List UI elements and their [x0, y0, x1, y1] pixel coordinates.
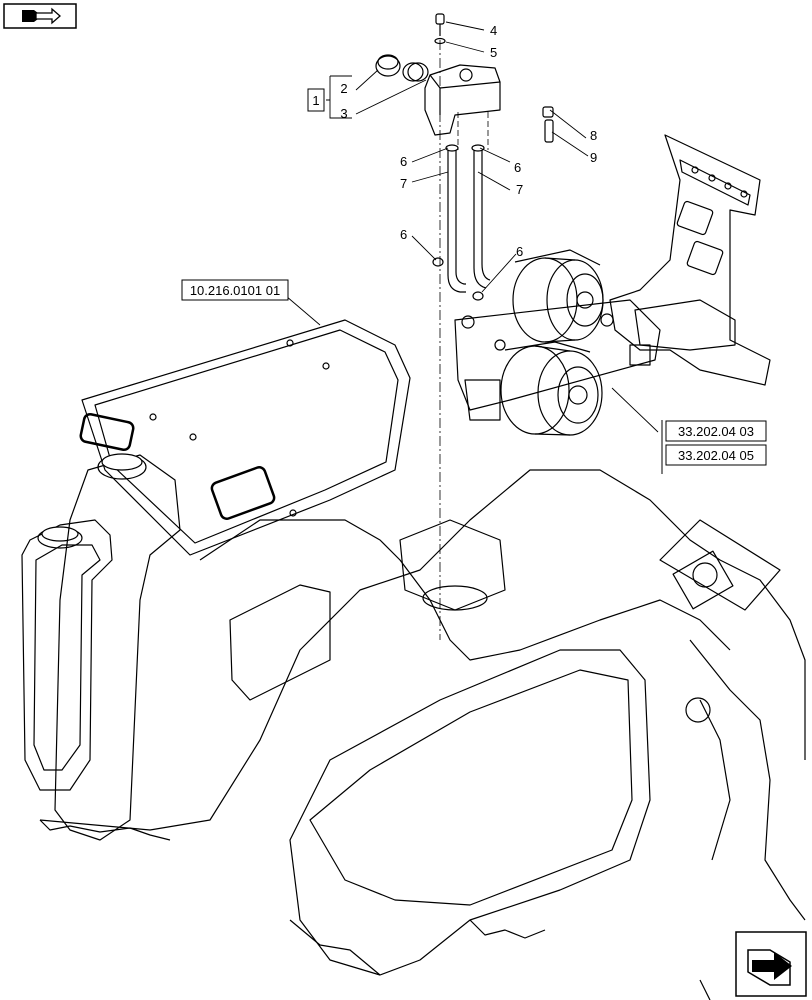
- callout-3: 3: [340, 106, 347, 121]
- next-page-arrow-icon[interactable]: [735, 931, 807, 997]
- callout-labels: 1 2 3 4 5 6 6 7 7 6 6 8 9: [307, 23, 597, 259]
- reference-pump-b-label: 33.202.04 05: [678, 448, 754, 463]
- leader-lines: [285, 21, 659, 433]
- callout-6-upper-left: 6: [400, 154, 407, 169]
- previous-page-arrow-icon[interactable]: [3, 3, 77, 29]
- callout-9: 9: [590, 150, 597, 165]
- tractor-body-outline: [21, 319, 806, 1000]
- callout-1-box: [307, 88, 325, 112]
- callout-8: 8: [590, 128, 597, 143]
- callout-5: 5: [490, 45, 497, 60]
- pump-assembly: [454, 134, 771, 436]
- callout-2: 2: [340, 81, 347, 96]
- reservoir-assembly: [375, 13, 554, 143]
- callout-7-right: 7: [516, 182, 523, 197]
- callout-7-left: 7: [400, 176, 407, 191]
- callout-4: 4: [490, 23, 497, 38]
- hose-assembly: [432, 40, 491, 640]
- reference-link-frame[interactable]: 10.216.0101 01: [181, 279, 289, 301]
- callout-6-upper-right: 6: [514, 160, 521, 175]
- reference-link-pump-b[interactable]: 33.202.04 05: [665, 444, 767, 466]
- reference-link-pump-a[interactable]: 33.202.04 03: [661, 420, 767, 474]
- cap-part: [375, 55, 401, 77]
- callout-1: 1: [312, 93, 319, 108]
- reference-pump-a-label: 33.202.04 03: [678, 424, 754, 439]
- callout-6-lower-left: 6: [400, 227, 407, 242]
- callout-6-lower-right: 6: [516, 244, 523, 259]
- reference-frame-label: 10.216.0101 01: [190, 283, 280, 298]
